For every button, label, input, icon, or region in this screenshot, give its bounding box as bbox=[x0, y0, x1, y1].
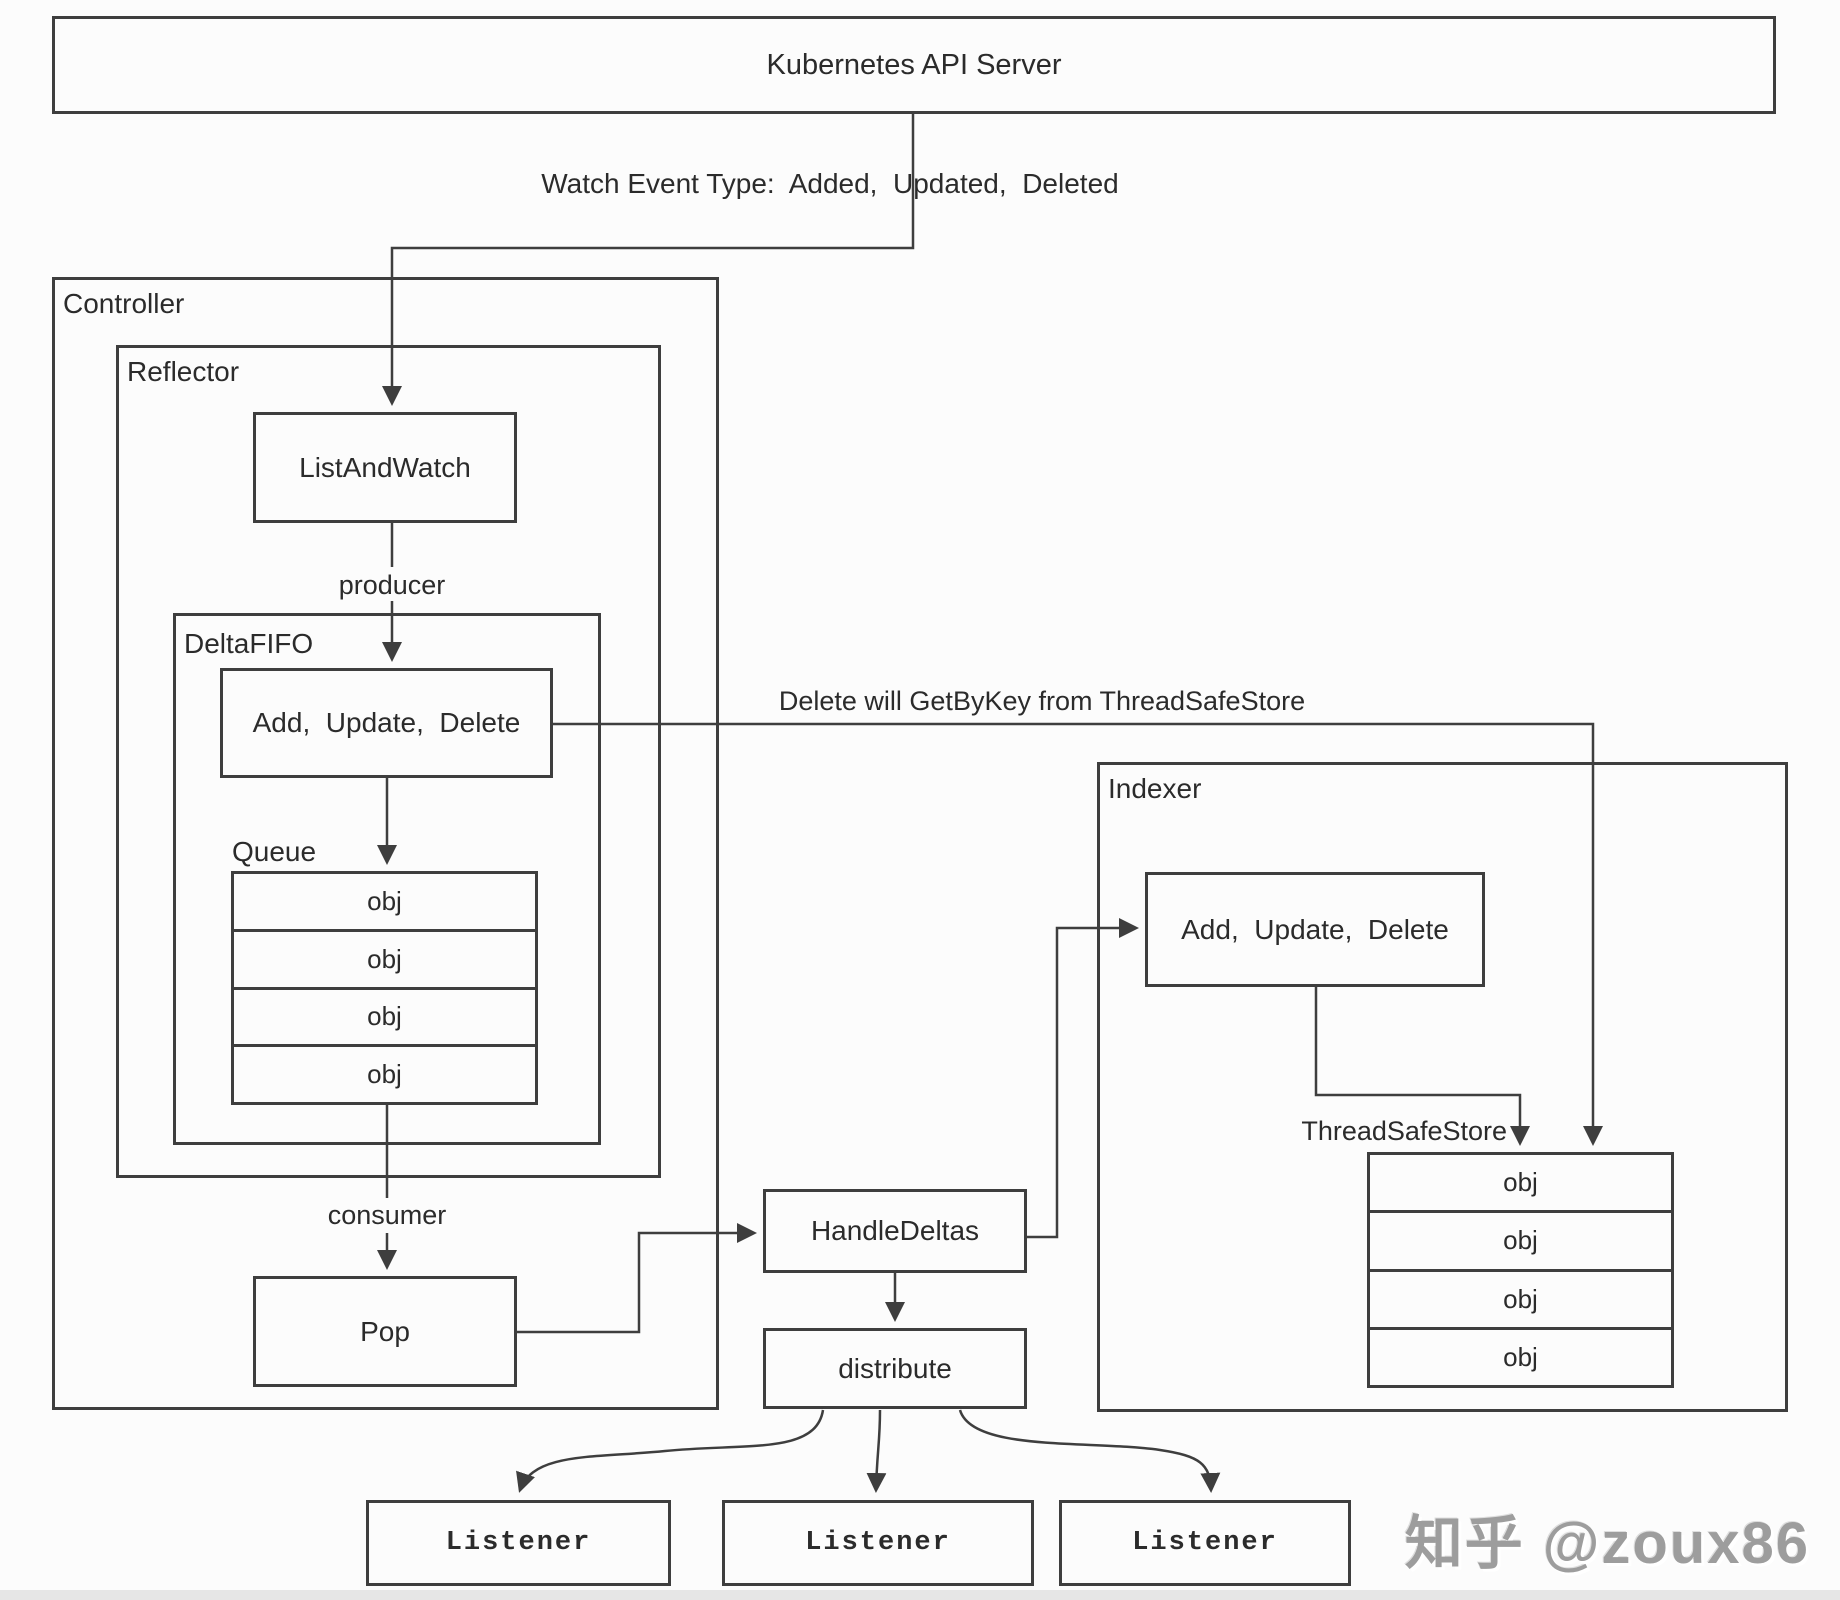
handle-deltas-label: HandleDeltas bbox=[810, 1215, 980, 1246]
producer-label: producer bbox=[338, 570, 446, 600]
queue-label: Queue bbox=[232, 836, 317, 867]
listener-box: Listener bbox=[366, 1500, 671, 1586]
listener-label: Listener bbox=[445, 1528, 592, 1558]
consumer-label: consumer bbox=[327, 1200, 447, 1230]
delta-fifo-box: DeltaFIFO bbox=[173, 613, 601, 1145]
handle-deltas-box: HandleDeltas bbox=[763, 1189, 1027, 1273]
listener-box: Listener bbox=[1059, 1500, 1351, 1586]
arrow-indexerops-to-threadsafestore bbox=[1314, 987, 1530, 1146]
get-by-key-label: Delete will GetByKey from ThreadSafeStor… bbox=[778, 686, 1306, 716]
bottom-strip bbox=[0, 1590, 1840, 1600]
arrow-pop-to-handledeltas bbox=[517, 1223, 757, 1334]
watermark: 知乎 @zoux86 bbox=[1404, 1511, 1810, 1576]
queue-stack: obj obj obj obj bbox=[231, 871, 538, 1105]
arrow-getbykey-to-threadsafestore bbox=[553, 722, 1603, 1146]
indexer-title: Indexer bbox=[1108, 773, 1202, 804]
api-server-box: Kubernetes API Server bbox=[52, 16, 1776, 114]
queue-row: obj bbox=[234, 1044, 535, 1102]
store-row: obj bbox=[1370, 1210, 1671, 1268]
distribute-label: distribute bbox=[838, 1352, 952, 1384]
arrow-distribute-to-listener-2 bbox=[866, 1409, 887, 1493]
list-and-watch-label: ListAndWatch bbox=[299, 451, 471, 483]
store-row: obj bbox=[1503, 1167, 1538, 1198]
arrow-distribute-to-listener-1 bbox=[516, 1409, 825, 1493]
arrow-distribute-to-listener-3 bbox=[958, 1409, 1221, 1493]
queue-row: obj bbox=[234, 928, 535, 987]
list-and-watch-box: ListAndWatch bbox=[253, 412, 517, 523]
listener-label: Listener bbox=[805, 1528, 951, 1558]
fifo-operations-label: Add, Update, Delete bbox=[252, 707, 521, 738]
indexer-box: Indexer bbox=[1097, 762, 1788, 1412]
controller-box: Controller bbox=[52, 277, 719, 1410]
thread-safe-store-stack: obj obj obj obj bbox=[1367, 1152, 1674, 1388]
queue-row: obj bbox=[234, 986, 535, 1045]
fifo-operations-box: Add, Update, Delete bbox=[220, 668, 553, 778]
store-row: obj bbox=[1370, 1268, 1671, 1327]
arrow-handledeltas-to-indexer bbox=[1027, 918, 1139, 1239]
pop-box: Pop bbox=[253, 1276, 517, 1387]
reflector-title: Reflector bbox=[127, 356, 240, 387]
listener-box: Listener bbox=[722, 1500, 1034, 1586]
listener-label: Listener bbox=[1132, 1528, 1278, 1558]
api-server-title: Kubernetes API Server bbox=[766, 48, 1062, 81]
store-row: obj bbox=[1370, 1326, 1671, 1385]
controller-title: Controller bbox=[63, 288, 185, 319]
delta-fifo-title: DeltaFIFO bbox=[184, 628, 314, 659]
queue-row: obj bbox=[367, 885, 402, 916]
indexer-operations-label: Add, Update, Delete bbox=[1181, 913, 1449, 945]
arrow-apiserver-to-listandwatch bbox=[382, 114, 915, 406]
distribute-box: distribute bbox=[763, 1328, 1027, 1409]
watch-event-label: Watch Event Type: Added, Updated, Delete… bbox=[541, 168, 1119, 199]
thread-safe-store-label: ThreadSafeStore bbox=[1301, 1116, 1507, 1146]
pop-label: Pop bbox=[360, 1315, 410, 1347]
indexer-operations-box: Add, Update, Delete bbox=[1145, 872, 1485, 987]
reflector-box: Reflector bbox=[116, 345, 661, 1178]
